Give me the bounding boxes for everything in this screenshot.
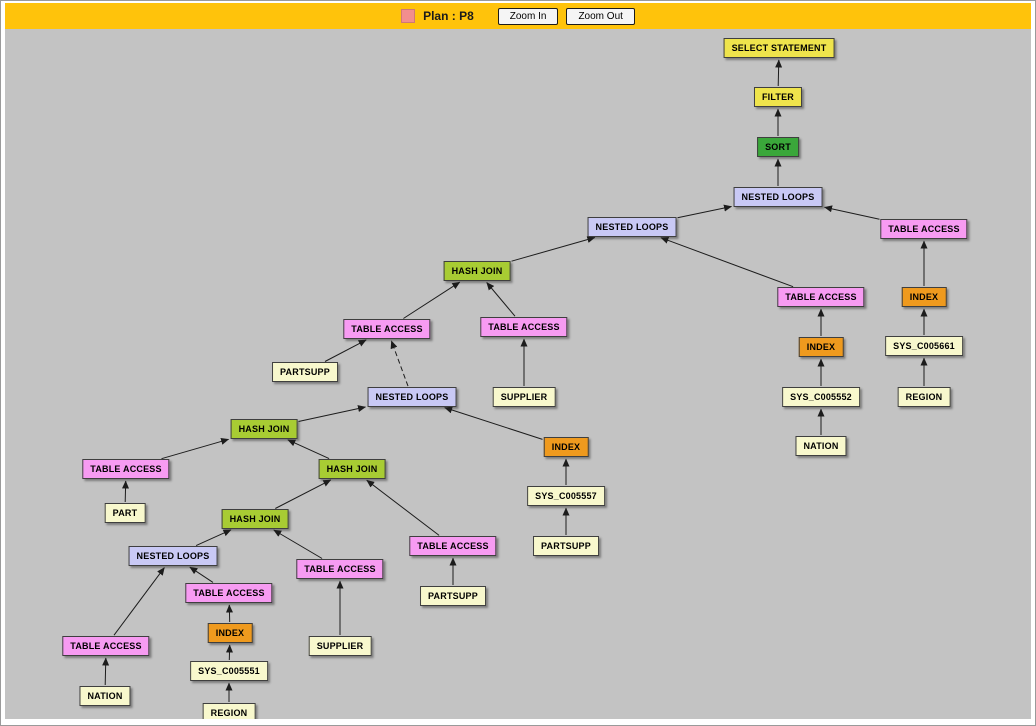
plan-node-table-access-4[interactable]: TABLE ACCESS [480, 317, 568, 337]
header-bar: Plan : P8 Zoom In Zoom Out [5, 3, 1031, 29]
plan-edge-table-access-7-to-hash-join-4 [273, 529, 323, 559]
plan-edge-hash-join-1-to-nested-loops-2 [511, 236, 596, 262]
plan-node-index-2[interactable]: INDEX [798, 337, 844, 357]
plan-canvas: SELECT STATEMENT FILTER SORT NESTED LOOPS NE… [5, 29, 1031, 719]
plan-node-sys-c005552[interactable]: SYS_C005552 [782, 387, 860, 407]
plan-node-hash-join-1[interactable]: HASH JOIN [443, 261, 511, 281]
plan-node-region-1[interactable]: REGION [897, 387, 951, 407]
plan-node-nested-loops-3[interactable]: NESTED LOOPS [367, 387, 457, 407]
plan-node-sys-c005661[interactable]: SYS_C005661 [885, 336, 963, 356]
plan-node-index-1[interactable]: INDEX [901, 287, 947, 307]
plan-edge-hash-join-4-to-hash-join-3 [275, 479, 332, 509]
plan-node-supplier-2[interactable]: SUPPLIER [308, 636, 372, 656]
plan-node-partsupp-2[interactable]: PARTSUPP [533, 536, 599, 556]
plan-node-table-access-8[interactable]: TABLE ACCESS [185, 583, 273, 603]
plan-node-index-3[interactable]: INDEX [543, 437, 589, 457]
plan-node-table-access-7[interactable]: TABLE ACCESS [296, 559, 384, 579]
plan-edge-table-access-5-to-hash-join-2 [161, 438, 230, 460]
plan-node-table-access-1[interactable]: TABLE ACCESS [880, 219, 968, 239]
plan-node-table-access-3[interactable]: TABLE ACCESS [343, 319, 431, 339]
plan-node-nested-loops-4[interactable]: NESTED LOOPS [128, 546, 218, 566]
plan-node-select-statement[interactable]: SELECT STATEMENT [723, 38, 835, 58]
plan-node-table-access-9[interactable]: TABLE ACCESS [62, 636, 150, 656]
zoom-out-button[interactable]: Zoom Out [566, 7, 635, 25]
plan-edge-nested-loops-2-to-nested-loops-1 [677, 204, 732, 219]
plan-color-swatch [401, 9, 416, 23]
plan-node-index-4[interactable]: INDEX [207, 623, 253, 643]
plan-node-nested-loops-1[interactable]: NESTED LOOPS [733, 187, 823, 207]
plan-node-table-access-2[interactable]: TABLE ACCESS [777, 287, 865, 307]
plan-edge-hash-join-2-to-nested-loops-3 [298, 405, 366, 422]
plan-edge-part-1-to-table-access-5 [122, 480, 130, 503]
plan-node-table-access-5[interactable]: TABLE ACCESS [82, 459, 170, 479]
plan-node-partsupp-3[interactable]: PARTSUPP [420, 586, 486, 606]
plan-node-nation-2[interactable]: NATION [79, 686, 131, 706]
plan-edge-table-access-3-to-hash-join-1 [403, 281, 461, 319]
plan-edge-table-access-2-to-nested-loops-2 [660, 237, 794, 288]
plan-edge-nested-loops-4-to-hash-join-4 [195, 529, 232, 547]
zoom-in-button[interactable]: Zoom In [497, 7, 559, 25]
plan-edge-table-access-6-to-hash-join-3 [366, 479, 440, 536]
plan-edge-nation-2-to-table-access-9 [102, 657, 110, 686]
plan-node-filter[interactable]: FILTER [753, 87, 803, 107]
plan-edge-nested-loops-3-to-table-access-3 [390, 340, 409, 387]
plan-edge-table-access-8-to-nested-loops-4 [189, 566, 214, 583]
plan-node-hash-join-4[interactable]: HASH JOIN [221, 509, 289, 529]
plan-node-sys-c005557[interactable]: SYS_C005557 [527, 486, 605, 506]
plan-node-hash-join-3[interactable]: HASH JOIN [318, 459, 386, 479]
plan-node-supplier-1[interactable]: SUPPLIER [492, 387, 556, 407]
plan-edge-filter-to-select-statement [775, 59, 783, 87]
plan-edge-index-3-to-nested-loops-3 [444, 406, 543, 440]
plan-node-region-2[interactable]: REGION [202, 703, 256, 719]
plan-node-hash-join-2[interactable]: HASH JOIN [230, 419, 298, 439]
plan-edge-table-access-4-to-hash-join-1 [486, 282, 516, 317]
plan-edge-partsupp-1-to-table-access-3 [324, 339, 367, 362]
plan-node-table-access-6[interactable]: TABLE ACCESS [409, 536, 497, 556]
plan-edge-table-access-1-to-nested-loops-1 [824, 205, 880, 220]
plan-edge-table-access-9-to-nested-loops-4 [113, 567, 165, 636]
plan-node-sys-c005551[interactable]: SYS_C005551 [190, 661, 268, 681]
plan-node-sort[interactable]: SORT [757, 137, 799, 157]
plan-node-partsupp-1[interactable]: PARTSUPP [272, 362, 338, 382]
plan-title: Plan : P8 [423, 9, 474, 23]
plan-node-part-1[interactable]: PART [104, 503, 146, 523]
edges-layer [102, 59, 928, 702]
nodes-layer: SELECT STATEMENT FILTER SORT NESTED LOOPS NE… [5, 29, 1031, 719]
plan-node-nested-loops-2[interactable]: NESTED LOOPS [587, 217, 677, 237]
plan-edge-hash-join-3-to-hash-join-2 [287, 439, 330, 460]
plan-node-nation-1[interactable]: NATION [795, 436, 847, 456]
